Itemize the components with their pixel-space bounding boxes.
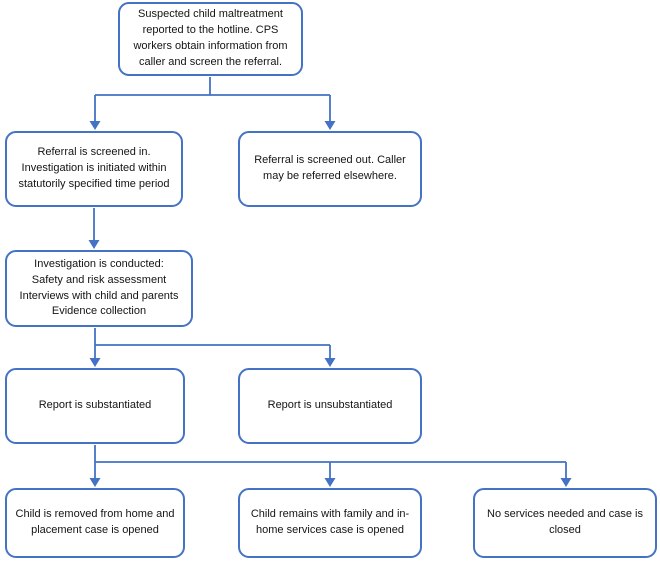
node-substantiated: Report is substantiated (5, 368, 185, 444)
node-no-services: No services needed and case is closed (473, 488, 657, 558)
arrowhead-down-icon (560, 478, 572, 487)
node-child-remains: Child remains with family and in- home s… (238, 488, 422, 558)
node-unsubstantiated-text: Report is unsubstantiated (267, 399, 393, 412)
arrowhead-down-icon (89, 358, 101, 367)
connector-outcome-branch (89, 445, 572, 487)
node-child-removed: Child is removed from home and placement… (5, 488, 185, 558)
node-screened-out: Referral is screened out. Caller may be … (238, 131, 422, 207)
node-investigation: Investigation is conducted: Safety and r… (5, 250, 193, 327)
node-screened-in-text: Referral is screened in. Investigation i… (18, 146, 170, 190)
node-child-removed-text: Child is removed from home and placement… (15, 508, 175, 536)
node-report-hotline: Suspected child maltreatment reported to… (118, 2, 303, 76)
connector-to-investigation (88, 208, 100, 249)
arrowhead-down-icon (324, 121, 336, 130)
node-screened-in: Referral is screened in. Investigation i… (5, 131, 183, 207)
node-no-services-text: No services needed and case is closed (487, 508, 643, 536)
arrowhead-down-icon (89, 478, 101, 487)
node-screened-out-text: Referral is screened out. Caller may be … (254, 154, 406, 182)
connector-finding-branch (89, 328, 336, 367)
arrowhead-down-icon (89, 121, 101, 130)
node-unsubstantiated: Report is unsubstantiated (238, 368, 422, 444)
connector-screening-branch (89, 77, 336, 130)
arrowhead-down-icon (324, 478, 336, 487)
node-child-remains-text: Child remains with family and in- home s… (250, 508, 410, 536)
arrowhead-down-icon (88, 240, 100, 249)
arrowhead-down-icon (324, 358, 336, 367)
node-investigation-text: Investigation is conducted: Safety and r… (19, 257, 179, 318)
node-substantiated-text: Report is substantiated (38, 399, 152, 412)
node-report-hotline-text: Suspected child maltreatment reported to… (133, 8, 288, 68)
